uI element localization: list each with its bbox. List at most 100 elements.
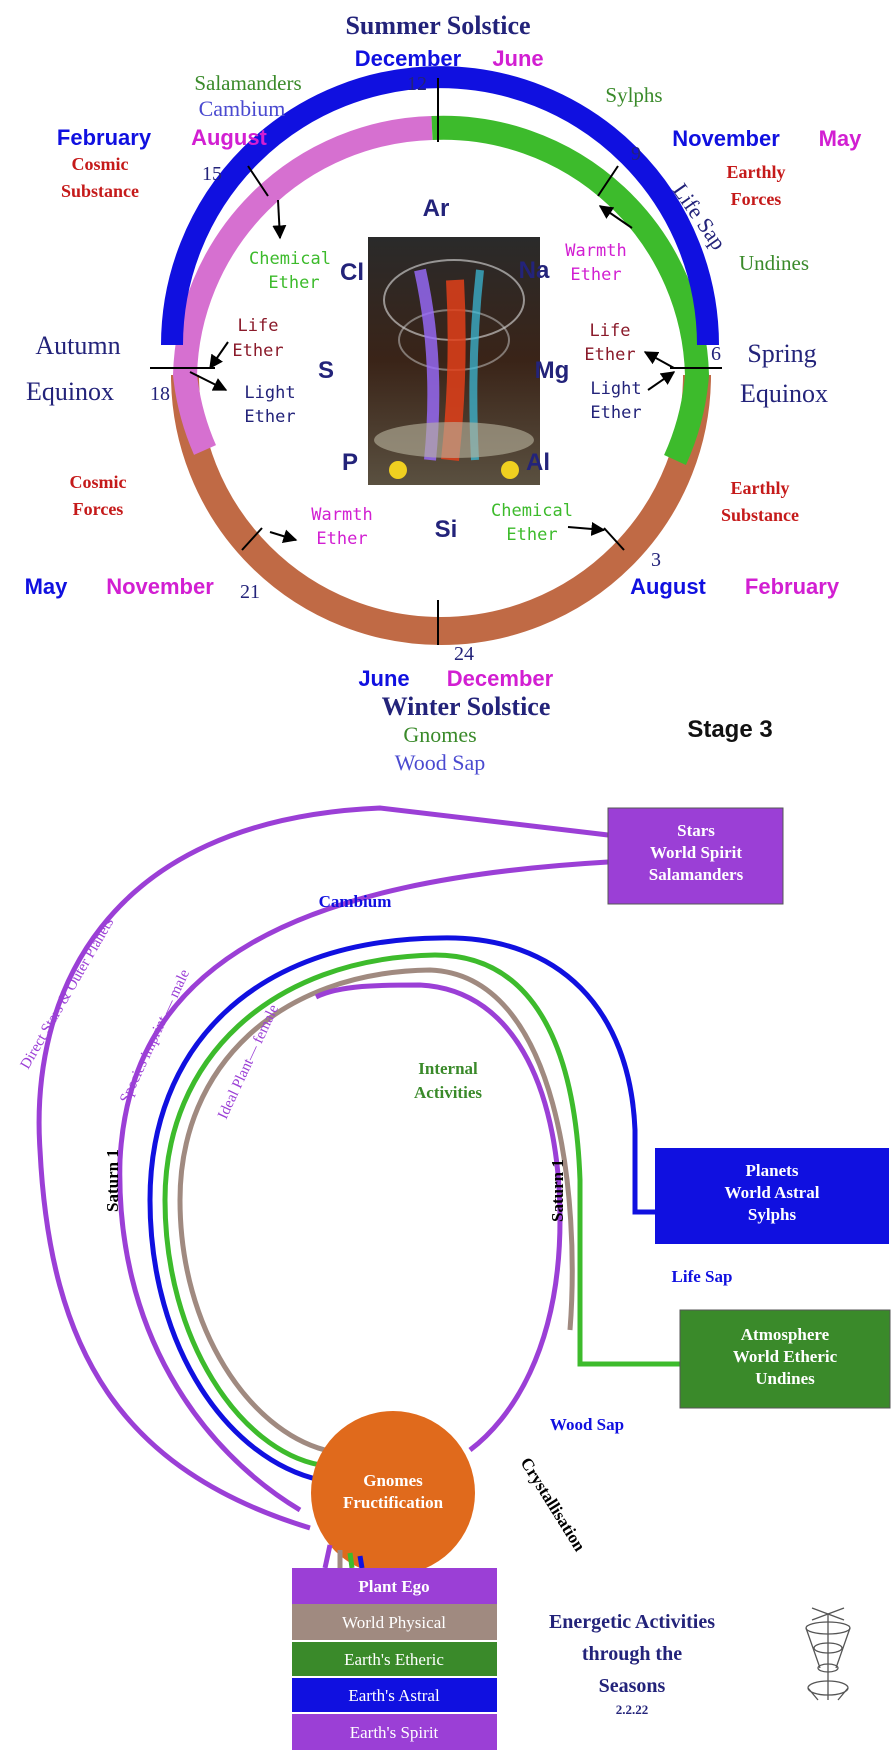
- cosmic-forces-1: Cosmic: [70, 472, 127, 492]
- ring-green-right: [431, 115, 710, 465]
- chemical-ether-ul-2: Ether: [268, 273, 319, 293]
- energetic-line3: Seasons: [599, 1675, 666, 1697]
- sylphs-label: Sylphs: [605, 83, 662, 107]
- upper-left-month-pink: August: [191, 125, 267, 150]
- stack-earth-astral: [292, 1678, 497, 1712]
- hour-9: 9: [631, 143, 641, 165]
- life-ether-l-1: Life: [238, 316, 279, 336]
- life-ether-l-2: Ether: [232, 341, 283, 361]
- element-cl: Cl: [340, 259, 364, 286]
- wood-sap-circle: Wood Sap: [395, 750, 486, 775]
- stars-box: [607, 807, 784, 905]
- stack-world-physical: [292, 1604, 497, 1640]
- light-ether-r-1: Light: [590, 379, 641, 399]
- cambium-label: Cambium: [199, 96, 286, 121]
- atmosphere-box-line1: Atmosphere: [741, 1325, 830, 1344]
- gnomes-circle: [311, 1411, 475, 1575]
- upper-left-month-blue: February: [57, 125, 152, 150]
- cosmic-substance-2: Substance: [61, 181, 139, 201]
- lower-left-month-pink: November: [106, 574, 214, 599]
- hour-12: 12: [407, 73, 427, 95]
- winter-solstice-label: Winter Solstice: [382, 692, 551, 721]
- warmth-ether-ll-1: Warmth: [311, 505, 372, 525]
- planets-box-line3: Sylphs: [748, 1205, 797, 1224]
- light-ether-l-2: Ether: [244, 407, 295, 427]
- energetic-line1: Energetic Activities: [549, 1611, 715, 1633]
- atmosphere-box-line2: World Etheric: [733, 1347, 838, 1366]
- earthly-substance-1: Earthly: [730, 478, 789, 498]
- gnomes-circle-line2: Fructification: [343, 1493, 444, 1512]
- upper-right-month-pink: May: [819, 126, 863, 151]
- element-na: Na: [519, 257, 550, 284]
- element-al: Al: [526, 449, 550, 476]
- species-imprint-label: Species imprint — male: [117, 967, 193, 1106]
- hour-6: 6: [711, 343, 721, 365]
- planets-box: [655, 1148, 889, 1244]
- energetic-date: 2.2.22: [616, 1702, 649, 1717]
- life-ether-r-1: Life: [590, 321, 631, 341]
- atmosphere-box: [679, 1309, 891, 1409]
- autumn-equinox-1: Autumn: [35, 331, 120, 360]
- warmth-ether-ur-2: Ether: [570, 265, 621, 285]
- light-ether-l-1: Light: [244, 383, 295, 403]
- planets-box-line1: Planets: [746, 1161, 799, 1180]
- green-loop: [162, 952, 680, 1468]
- direct-stars-label: Direct Stars & Outer Planets: [18, 915, 118, 1072]
- lower-left-month-blue: May: [25, 574, 69, 599]
- element-si: Si: [435, 516, 458, 543]
- spring-equinox-1: Spring: [747, 339, 816, 368]
- life-ether-r-2: Ether: [584, 345, 635, 365]
- warmth-ether-ur-1: Warmth: [565, 241, 626, 261]
- hour-24: 24: [454, 643, 474, 665]
- element-mg: Mg: [535, 357, 570, 384]
- salamanders-label: Salamanders: [194, 71, 301, 95]
- ring-magenta-left: [172, 116, 433, 455]
- saturn-right-label: Saturn 1: [548, 1159, 567, 1222]
- ring-blue-upper: [161, 66, 719, 346]
- earthly-forces-1: Earthly: [726, 162, 785, 182]
- stack-earth-spirit-label: Earth's Spirit: [350, 1723, 439, 1742]
- warmth-ether-ll-2: Ether: [316, 529, 367, 549]
- lower-right-month-pink: February: [745, 574, 840, 599]
- wood-sap-label-lower: Wood Sap: [550, 1415, 624, 1434]
- stack-earth-spirit: [292, 1714, 497, 1750]
- season-circle-diagram: Summer Solstice December June 12 Salaman…: [25, 11, 863, 775]
- cambium-label-lower: Cambium: [319, 892, 392, 911]
- chemical-ether-ul-1: Chemical: [249, 249, 331, 269]
- energetic-line2: through the: [582, 1643, 682, 1665]
- gnomes-circle-line1: Gnomes: [363, 1471, 423, 1490]
- planets-box-line2: World Astral: [725, 1183, 820, 1202]
- element-ar: Ar: [423, 195, 450, 222]
- bottom-month-blue: June: [358, 666, 409, 691]
- cosmic-substance-1: Cosmic: [72, 154, 129, 174]
- cambium-blue-loop: [147, 935, 638, 1483]
- ideal-plant-loop: [314, 982, 563, 1452]
- stack-earth-astral-label: Earth's Astral: [348, 1686, 440, 1705]
- hour-21: 21: [240, 581, 260, 603]
- stars-box-line1: Stars: [677, 821, 715, 840]
- element-p: P: [342, 449, 358, 476]
- stack-earth-etheric: [292, 1642, 497, 1676]
- stack-earth-etheric-label: Earth's Etheric: [344, 1650, 444, 1669]
- top-month-blue: December: [355, 46, 462, 71]
- upper-right-month-blue: November: [672, 126, 780, 151]
- light-ether-r-2: Ether: [590, 403, 641, 423]
- direct-stars-arc: [36, 805, 609, 1531]
- species-imprint-arc: [117, 859, 609, 1513]
- bottom-month-pink: December: [447, 666, 554, 691]
- hour-18: 18: [150, 383, 170, 405]
- top-month-pink: June: [492, 46, 543, 71]
- chemical-ether-lr-1: Chemical: [491, 501, 573, 521]
- crystallisation-label: Crystallisation: [517, 1454, 590, 1555]
- planets-connector: [632, 1205, 655, 1215]
- saturn-left-label: Saturn 1: [103, 1149, 122, 1212]
- life-sap-label-lower: Life Sap: [672, 1267, 733, 1286]
- stage-label: Stage 3: [687, 716, 772, 743]
- hour-15: 15: [202, 163, 222, 185]
- hour-3: 3: [651, 549, 661, 571]
- summer-solstice-label: Summer Solstice: [345, 11, 530, 40]
- vortex-sketch-icon: [805, 1607, 851, 1701]
- lower-right-month-blue: August: [630, 574, 706, 599]
- stack-plant-ego-label: Plant Ego: [358, 1577, 429, 1596]
